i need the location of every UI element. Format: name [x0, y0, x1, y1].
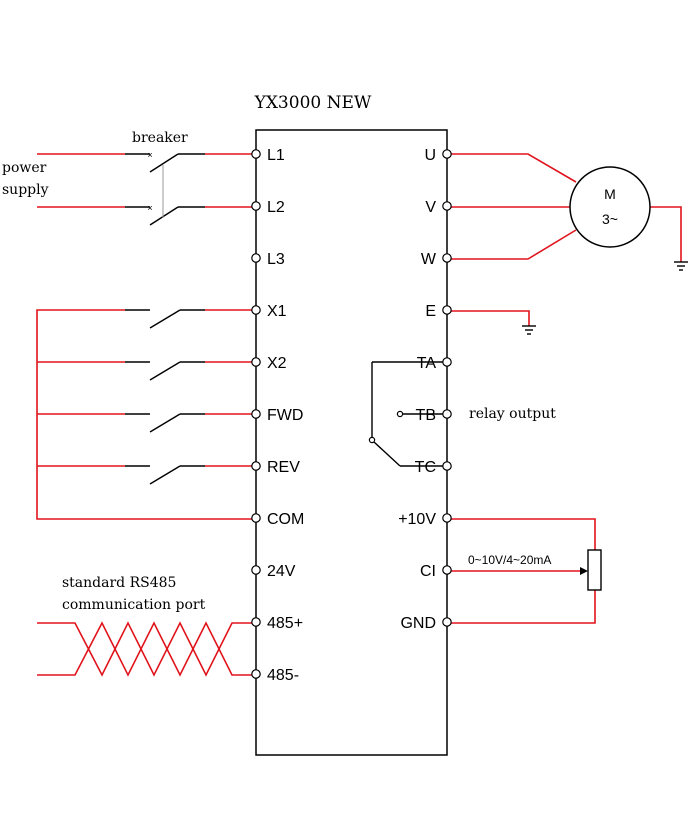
analog-range-label: 0~10V/4~20mA — [468, 553, 551, 567]
input-switch-wiring — [36, 309, 254, 520]
terminal-label-com: COM — [267, 511, 304, 528]
terminal-rev — [251, 461, 261, 471]
terminal-label-tb: TB — [416, 407, 436, 424]
terminal-label-u: U — [424, 147, 436, 164]
terminal-x2 — [251, 357, 261, 367]
rs485-label-1: standard RS485 — [62, 575, 176, 591]
earth-wiring — [449, 310, 530, 326]
motor-label-phase: 3~ — [602, 211, 618, 227]
earth-ground-icon — [522, 325, 536, 335]
terminal-l1 — [251, 149, 261, 159]
terminal-label-rev: REV — [267, 459, 300, 476]
relay-contact — [368, 361, 448, 467]
terminal-ta — [442, 357, 452, 367]
terminal-485minus — [251, 669, 261, 679]
rs485-label-2: communication port — [62, 597, 206, 613]
terminal-plus10v — [442, 513, 452, 523]
terminal-label-tc: TC — [415, 459, 436, 476]
terminal-com — [251, 513, 261, 523]
terminal-label-plus10v: +10V — [398, 511, 436, 528]
terminal-u — [442, 149, 452, 159]
terminal-fwd — [251, 409, 261, 419]
analog-wiring — [449, 518, 596, 624]
motor-symbol — [569, 166, 651, 248]
terminal-label-e: E — [425, 303, 436, 320]
terminal-l2 — [251, 201, 261, 211]
switch-x2 — [125, 361, 254, 381]
terminal-tb — [442, 409, 452, 419]
terminal-l3 — [251, 253, 261, 263]
relay-output-label: relay output — [469, 406, 556, 422]
diagram-title: YX3000 NEW — [254, 93, 372, 113]
power-supply-wiring: × × — [37, 150, 254, 226]
terminal-label-fwd: FWD — [267, 407, 303, 424]
terminal-label-l2: L2 — [267, 199, 285, 216]
terminal-24v — [251, 565, 261, 575]
motor-wiring — [449, 153, 682, 262]
switch-rev — [125, 465, 254, 485]
terminal-label-l1: L1 — [267, 147, 285, 164]
switch-fwd — [125, 413, 254, 433]
terminal-label-24v: 24V — [267, 563, 296, 580]
power-supply-label-1: power — [2, 160, 47, 176]
svg-text:×: × — [147, 203, 152, 213]
terminal-tc — [442, 461, 452, 471]
terminal-label-485plus: 485+ — [267, 615, 303, 632]
terminal-label-ci: CI — [420, 563, 436, 580]
right-terminal-strip: U V W E TA TB TC +10V CI GND — [398, 147, 452, 632]
terminal-label-gnd: GND — [400, 615, 436, 632]
terminal-485plus — [251, 617, 261, 627]
rs485-twisted-pair — [37, 621, 254, 677]
terminal-label-ta: TA — [417, 355, 437, 372]
motor-ground-icon — [674, 261, 688, 271]
terminal-w — [442, 253, 452, 263]
terminal-label-v: V — [425, 199, 436, 216]
svg-text:×: × — [147, 150, 152, 160]
breaker-label: breaker — [132, 130, 188, 146]
terminal-ci — [442, 565, 452, 575]
terminal-label-x2: X2 — [267, 355, 287, 372]
power-supply-label-2: supply — [2, 182, 49, 198]
switch-x1 — [125, 309, 254, 329]
terminal-label-w: W — [421, 251, 437, 268]
terminal-label-l3: L3 — [267, 251, 285, 268]
terminal-label-485minus: 485- — [267, 667, 299, 684]
terminal-gnd — [442, 617, 452, 627]
terminal-e — [442, 305, 452, 315]
terminal-label-x1: X1 — [267, 303, 287, 320]
potentiometer-symbol — [580, 549, 602, 591]
motor-label-m: M — [604, 186, 616, 202]
drive-body — [255, 129, 448, 756]
terminal-v — [442, 201, 452, 211]
terminal-x1 — [251, 305, 261, 315]
